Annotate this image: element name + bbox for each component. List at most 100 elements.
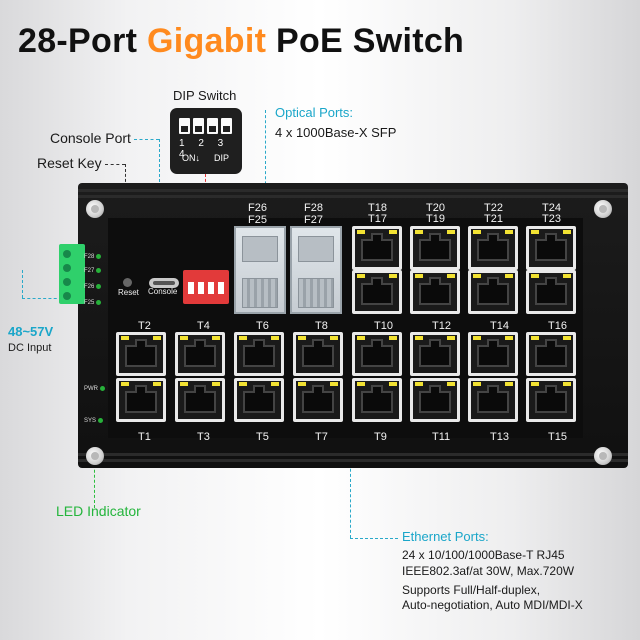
sfp-label: F28: [304, 202, 323, 214]
led-indicator-label: LED Indicator: [56, 503, 141, 519]
port-label: T12: [432, 320, 451, 332]
led-dot-icon: [98, 418, 104, 423]
rj45-port: [352, 378, 402, 422]
rj45-port: [468, 378, 518, 422]
rj45-port: [352, 270, 402, 314]
rj45-port: [410, 378, 460, 422]
led-row-f27: F27: [84, 268, 106, 274]
rj45-port: [468, 270, 518, 314]
led-row-f26: F26: [84, 284, 106, 290]
rj45-port: [526, 332, 576, 376]
port-label: T24: [542, 202, 561, 214]
sfp-label: F25: [248, 214, 267, 226]
port-label: T16: [548, 320, 567, 332]
rj45-port: [352, 226, 402, 270]
rj45-port: [526, 378, 576, 422]
reset-key-label: Reset Key: [37, 155, 102, 171]
dip-switch[interactable]: [183, 270, 229, 304]
led-row-f25: F25: [84, 300, 106, 306]
port-label: T11: [432, 431, 451, 443]
rj45-port: [352, 332, 402, 376]
port-label: T8: [315, 320, 328, 332]
dip-switch-inset: 1 2 3 4 ON↓ DIP: [170, 108, 242, 174]
ethernet-leader-h: [350, 538, 398, 539]
dip-key-1: [179, 118, 190, 134]
ethernet-line-2: IEEE802.3af/at 30W, Max.720W: [402, 564, 575, 578]
port-label: T4: [197, 320, 210, 332]
rj45-port: [410, 332, 460, 376]
page-title: 28-Port Gigabit PoE Switch: [18, 22, 464, 61]
screw-icon: [594, 200, 612, 218]
led-row-f28: F28: [84, 254, 106, 260]
ethernet-leader-v: [350, 428, 351, 538]
port-label: T1: [138, 431, 151, 443]
rj45-port: [234, 332, 284, 376]
port-label: T21: [484, 213, 503, 225]
led-row-sys: SYS: [84, 418, 106, 424]
led-row-pwr: PWR: [84, 386, 106, 392]
led-label: F26: [84, 284, 95, 291]
dc-voltage-label: 48~57V: [8, 324, 54, 339]
led-label: SYS: [84, 418, 97, 425]
sfp-cage: [234, 226, 286, 314]
rj45-port: [410, 226, 460, 270]
screw-icon: [86, 447, 104, 465]
optical-leader: [265, 110, 266, 220]
dip-on-label: ON↓: [182, 153, 200, 163]
led-dot-icon: [96, 268, 102, 273]
led-dot-icon: [100, 386, 105, 391]
screw-icon: [86, 200, 104, 218]
rj45-port: [175, 378, 225, 422]
dc-terminal-block: [59, 244, 85, 304]
port-label: T5: [256, 431, 269, 443]
rj45-port: [526, 226, 576, 270]
dip-key-2: [193, 118, 204, 134]
rj45-port: [526, 270, 576, 314]
dc-leader-v: [22, 270, 23, 298]
console-leader-h: [134, 139, 159, 140]
port-label: T17: [368, 213, 387, 225]
rj45-port: [175, 332, 225, 376]
port-label: T19: [426, 213, 445, 225]
rj45-port: [116, 332, 166, 376]
dip-dip-label: DIP: [214, 153, 230, 163]
port-label: T7: [315, 431, 328, 443]
reset-button[interactable]: [123, 278, 132, 287]
rj45-port: [468, 226, 518, 270]
port-label: T13: [490, 431, 509, 443]
ethernet-ports-title: Ethernet Ports:: [402, 529, 489, 544]
optical-ports-title: Optical Ports:: [275, 105, 354, 120]
sfp-label: F27: [304, 214, 323, 226]
led-dot-icon: [96, 300, 102, 305]
dc-leader-h: [22, 298, 62, 299]
screw-icon: [594, 447, 612, 465]
console-port[interactable]: [149, 278, 179, 288]
console-port-text: Console: [148, 287, 178, 296]
dip-switch-label: DIP Switch: [173, 88, 237, 103]
rj45-port: [410, 270, 460, 314]
title-accent: Gigabit: [147, 22, 267, 60]
sfp-label: F26: [248, 202, 267, 214]
rj45-port: [234, 378, 284, 422]
port-label: T18: [368, 202, 387, 214]
sfp-cage: [290, 226, 342, 314]
port-label: T23: [542, 213, 561, 225]
port-label: T9: [374, 431, 387, 443]
port-label: T20: [426, 202, 445, 214]
port-label: T15: [548, 431, 567, 443]
rj45-port: [293, 378, 343, 422]
dc-input-label: DC Input: [8, 342, 52, 354]
dip-key-4: [221, 118, 232, 134]
port-label: T3: [197, 431, 210, 443]
ethernet-line-1: 24 x 10/100/1000Base-T RJ45: [402, 548, 565, 562]
dip-key-3: [207, 118, 218, 134]
rj45-port: [468, 332, 518, 376]
console-port-label: Console Port: [50, 130, 131, 146]
led-label: F25: [84, 300, 95, 307]
ethernet-line-4: Auto-negotiation, Auto MDI/MDI-X: [402, 598, 583, 612]
dip-numbers: 1 2 3 4: [179, 138, 229, 160]
reset-leader-h: [105, 164, 125, 165]
led-dot-icon: [96, 284, 102, 289]
port-label: T22: [484, 202, 503, 214]
rj45-port: [293, 332, 343, 376]
